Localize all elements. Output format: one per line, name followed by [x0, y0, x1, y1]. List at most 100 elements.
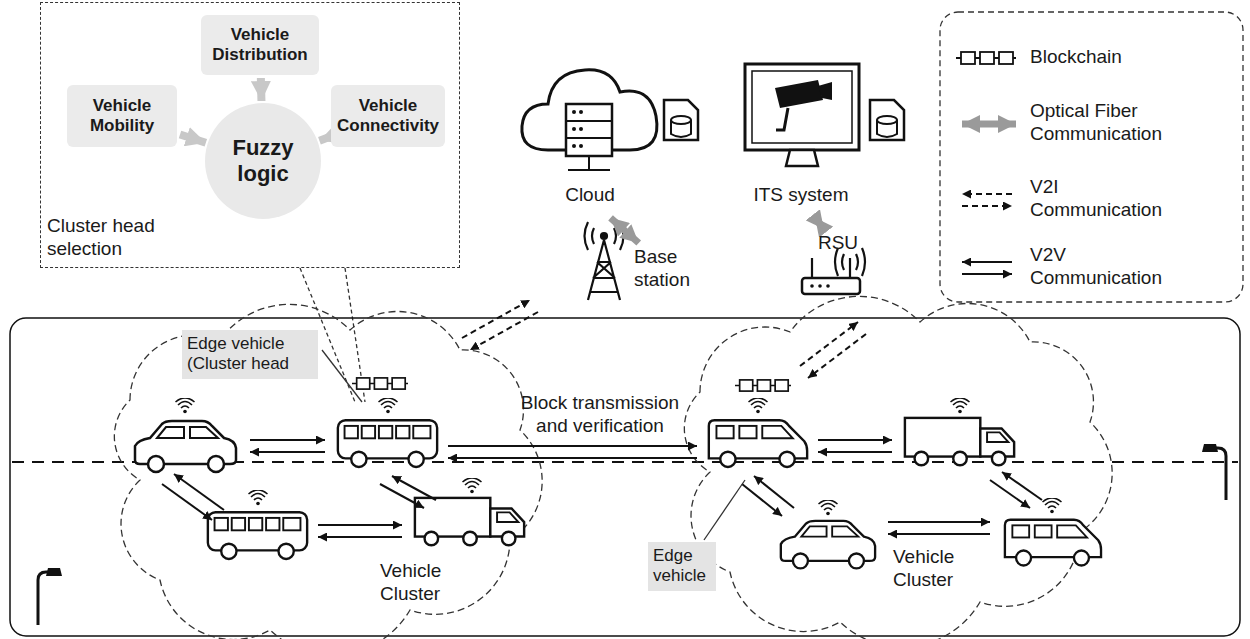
drawing-line: [174, 474, 224, 510]
drawing-circle: [579, 127, 583, 131]
drawing-path: [38, 572, 52, 625]
drawing-path: [776, 108, 788, 130]
v2i-sample: [962, 194, 1012, 206]
infra-label: RSU: [816, 232, 860, 263]
drawing-use: [176, 398, 195, 413]
drawing-path: [46, 568, 62, 576]
blockchain-icon: [352, 378, 408, 389]
drawing-path: [870, 100, 904, 140]
drawing-line: [318, 524, 402, 526]
drawing-line: [962, 273, 1012, 275]
infra-label: ITS system: [748, 184, 854, 215]
node-text: Base station: [634, 246, 710, 292]
drawing-ellipse: [877, 116, 897, 124]
edge-vehicle-tag: Edge vehicle (Cluster head: [182, 330, 318, 379]
drawing-use: [749, 398, 768, 413]
drawing-line: [849, 258, 851, 278]
drawing-rect: [566, 104, 612, 156]
drawing-line: [888, 533, 990, 535]
drawing-use: [208, 512, 307, 559]
drawing-path: [585, 222, 624, 250]
node-text: Fuzzy logic: [215, 135, 311, 188]
drawing-g: [877, 116, 897, 137]
drawing-path: [877, 120, 897, 137]
legend-text: Optical Fiber Communication: [1030, 100, 1180, 146]
drawing-line: [162, 484, 212, 520]
drawing-line: [704, 480, 745, 540]
drawing-use: [463, 478, 482, 493]
drawing-circle: [572, 110, 576, 114]
drawing-use: [905, 418, 1014, 465]
annotation-label: Block transmission and verification: [515, 392, 685, 438]
drawing-line: [800, 322, 858, 366]
drawing-line: [754, 476, 794, 508]
drawing-use: [415, 498, 524, 545]
drawing-line: [818, 439, 892, 441]
drawing-line: [818, 451, 892, 453]
drawing-circle: [818, 284, 822, 288]
legend-frame: [940, 12, 1243, 302]
rsu-icon: [802, 248, 865, 294]
drawing-line: [742, 484, 782, 516]
drawing-ellipse: [671, 116, 691, 124]
node-text: Vehicle Connectivity: [335, 96, 441, 137]
drawing-use: [1043, 498, 1062, 513]
drawing-line: [962, 193, 1012, 195]
legend-text: Blockchain: [1030, 46, 1190, 69]
base-station-icon: [585, 222, 624, 300]
drawing-line: [318, 536, 402, 538]
factor-box: Vehicle Connectivity: [331, 85, 445, 147]
drawing-use: [338, 420, 437, 467]
legend-text: V2V Communication: [1030, 244, 1180, 290]
annotation-label: Vehicle Cluster: [380, 560, 460, 606]
drawing-circle: [572, 127, 576, 131]
drawing-line: [470, 312, 538, 350]
drawing-use: [709, 420, 807, 467]
drawing-path: [786, 150, 818, 166]
node-text: Cloud: [558, 184, 622, 207]
fiber-link: [815, 218, 824, 229]
street-lamp: [38, 448, 1226, 625]
fiber-link: [611, 218, 639, 243]
node-text: Vehicle Mobility: [71, 96, 173, 137]
infra-label: Cloud: [558, 184, 622, 215]
drawing-use: [951, 398, 970, 413]
drawing-line: [990, 480, 1030, 508]
annotation-label: Vehicle Cluster: [893, 546, 973, 592]
drawing-line: [588, 156, 590, 170]
drawing-circle: [579, 144, 583, 148]
drawing-line: [448, 445, 697, 447]
v2v-sample: [962, 262, 1012, 274]
cloud-icon: [522, 70, 698, 170]
drawing-line: [462, 300, 530, 338]
node-text: RSU: [816, 232, 860, 255]
drawing-circle: [572, 144, 576, 148]
drawing-line: [250, 439, 325, 441]
drawing-line: [566, 120, 612, 122]
drawing-line: [1002, 472, 1042, 500]
drawing-path: [1202, 444, 1218, 452]
drawing-line: [962, 205, 1012, 207]
node-text: Vehicle Distribution: [205, 25, 315, 66]
drawing-line: [962, 261, 1012, 263]
drawing-use: [135, 421, 236, 472]
factor-arrow: [319, 138, 328, 141]
road-frame: [10, 318, 1240, 636]
factor-arrow: [257, 78, 266, 101]
drawing-g: [572, 110, 583, 148]
drawing-circle: [579, 110, 583, 114]
leader-line: [322, 350, 745, 540]
drawing-line: [250, 451, 325, 453]
drawing-rect: [752, 71, 852, 143]
node-text: Cluster head selection: [47, 215, 177, 261]
v2v-arrow: [162, 440, 1042, 537]
drawing-line: [448, 457, 697, 459]
vehicle: [135, 418, 1101, 568]
drawing-line: [811, 258, 813, 278]
infra-label: Base station: [634, 246, 710, 300]
drawing-circle: [601, 233, 607, 239]
drawing-use: [781, 521, 875, 569]
legend-text: V2I Communication: [1030, 176, 1180, 222]
